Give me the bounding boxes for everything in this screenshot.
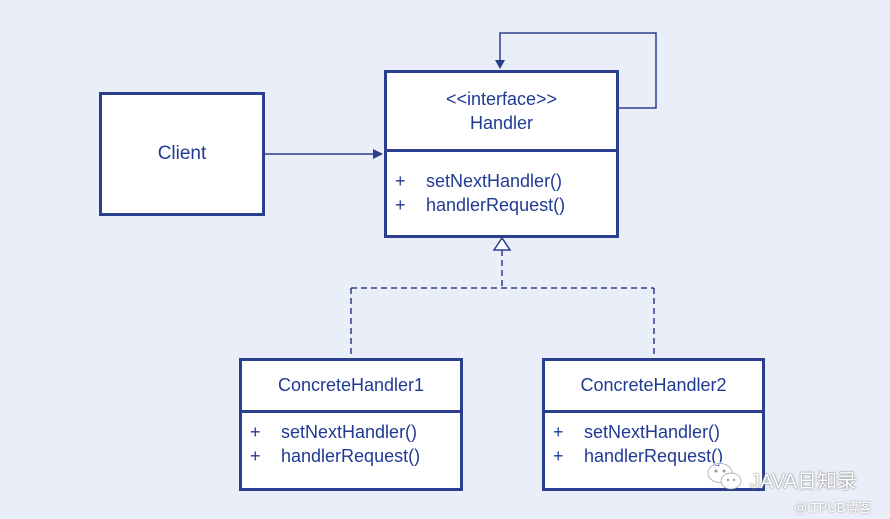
- watermark: JAVA日知录 @ITPUB博客: [706, 461, 886, 515]
- visibility-marker: +: [250, 422, 261, 442]
- concrete-handler-1-header: ConcreteHandler1: [242, 361, 460, 413]
- concrete-operation: + handlerRequest(): [242, 444, 460, 468]
- visibility-marker: +: [553, 422, 564, 442]
- concrete-handler-2-operations: + setNextHandler() + handlerRequest(): [545, 413, 762, 468]
- concrete-handler-1-operations: + setNextHandler() + handlerRequest(): [242, 413, 460, 468]
- concrete-handler-2-header: ConcreteHandler2: [545, 361, 762, 413]
- watermark-subtitle: @ITPUB博客: [794, 500, 872, 515]
- visibility-marker: +: [395, 195, 406, 215]
- handler-operation: + handlerRequest(): [387, 193, 616, 217]
- self-association-arrowhead: [495, 60, 505, 69]
- wechat-icon: [706, 462, 742, 490]
- handler-interface: <<interface>> Handler + setNextHandler()…: [384, 70, 619, 238]
- concrete-handler-2: ConcreteHandler2 + setNextHandler() + ha…: [542, 358, 765, 491]
- handler-operation: + setNextHandler(): [387, 169, 616, 193]
- handler-stereotype: <<interface>>: [445, 89, 558, 109]
- watermark-title: JAVA日知录: [750, 471, 858, 493]
- client-class: Client: [99, 92, 265, 216]
- visibility-marker: +: [395, 171, 406, 191]
- concrete-operation: + setNextHandler(): [242, 420, 460, 444]
- handler-self-association: [499, 32, 657, 109]
- operation-name: setNextHandler(): [281, 422, 418, 442]
- handler-operations: + setNextHandler() + handlerRequest(): [387, 152, 616, 217]
- client-label: Client: [157, 143, 207, 164]
- concrete-handler-1-name: ConcreteHandler1: [277, 375, 425, 395]
- handler-header: <<interface>> Handler: [387, 73, 616, 152]
- concrete-handler-1: ConcreteHandler1 + setNextHandler() + ha…: [239, 358, 463, 491]
- concrete-operation: + handlerRequest(): [545, 444, 762, 468]
- operation-name: handlerRequest(): [281, 446, 421, 466]
- visibility-marker: +: [553, 446, 564, 466]
- concrete-operation: + setNextHandler(): [545, 420, 762, 444]
- operation-name: setNextHandler(): [426, 171, 563, 191]
- operation-name: handlerRequest(): [584, 446, 724, 466]
- realization-triangle: [492, 236, 512, 251]
- concrete-handler-2-name: ConcreteHandler2: [580, 375, 727, 395]
- visibility-marker: +: [250, 446, 261, 466]
- handler-name: Handler: [469, 113, 534, 133]
- operation-name: setNextHandler(): [584, 422, 721, 442]
- operation-name: handlerRequest(): [426, 195, 566, 215]
- realization-lines: [350, 250, 655, 358]
